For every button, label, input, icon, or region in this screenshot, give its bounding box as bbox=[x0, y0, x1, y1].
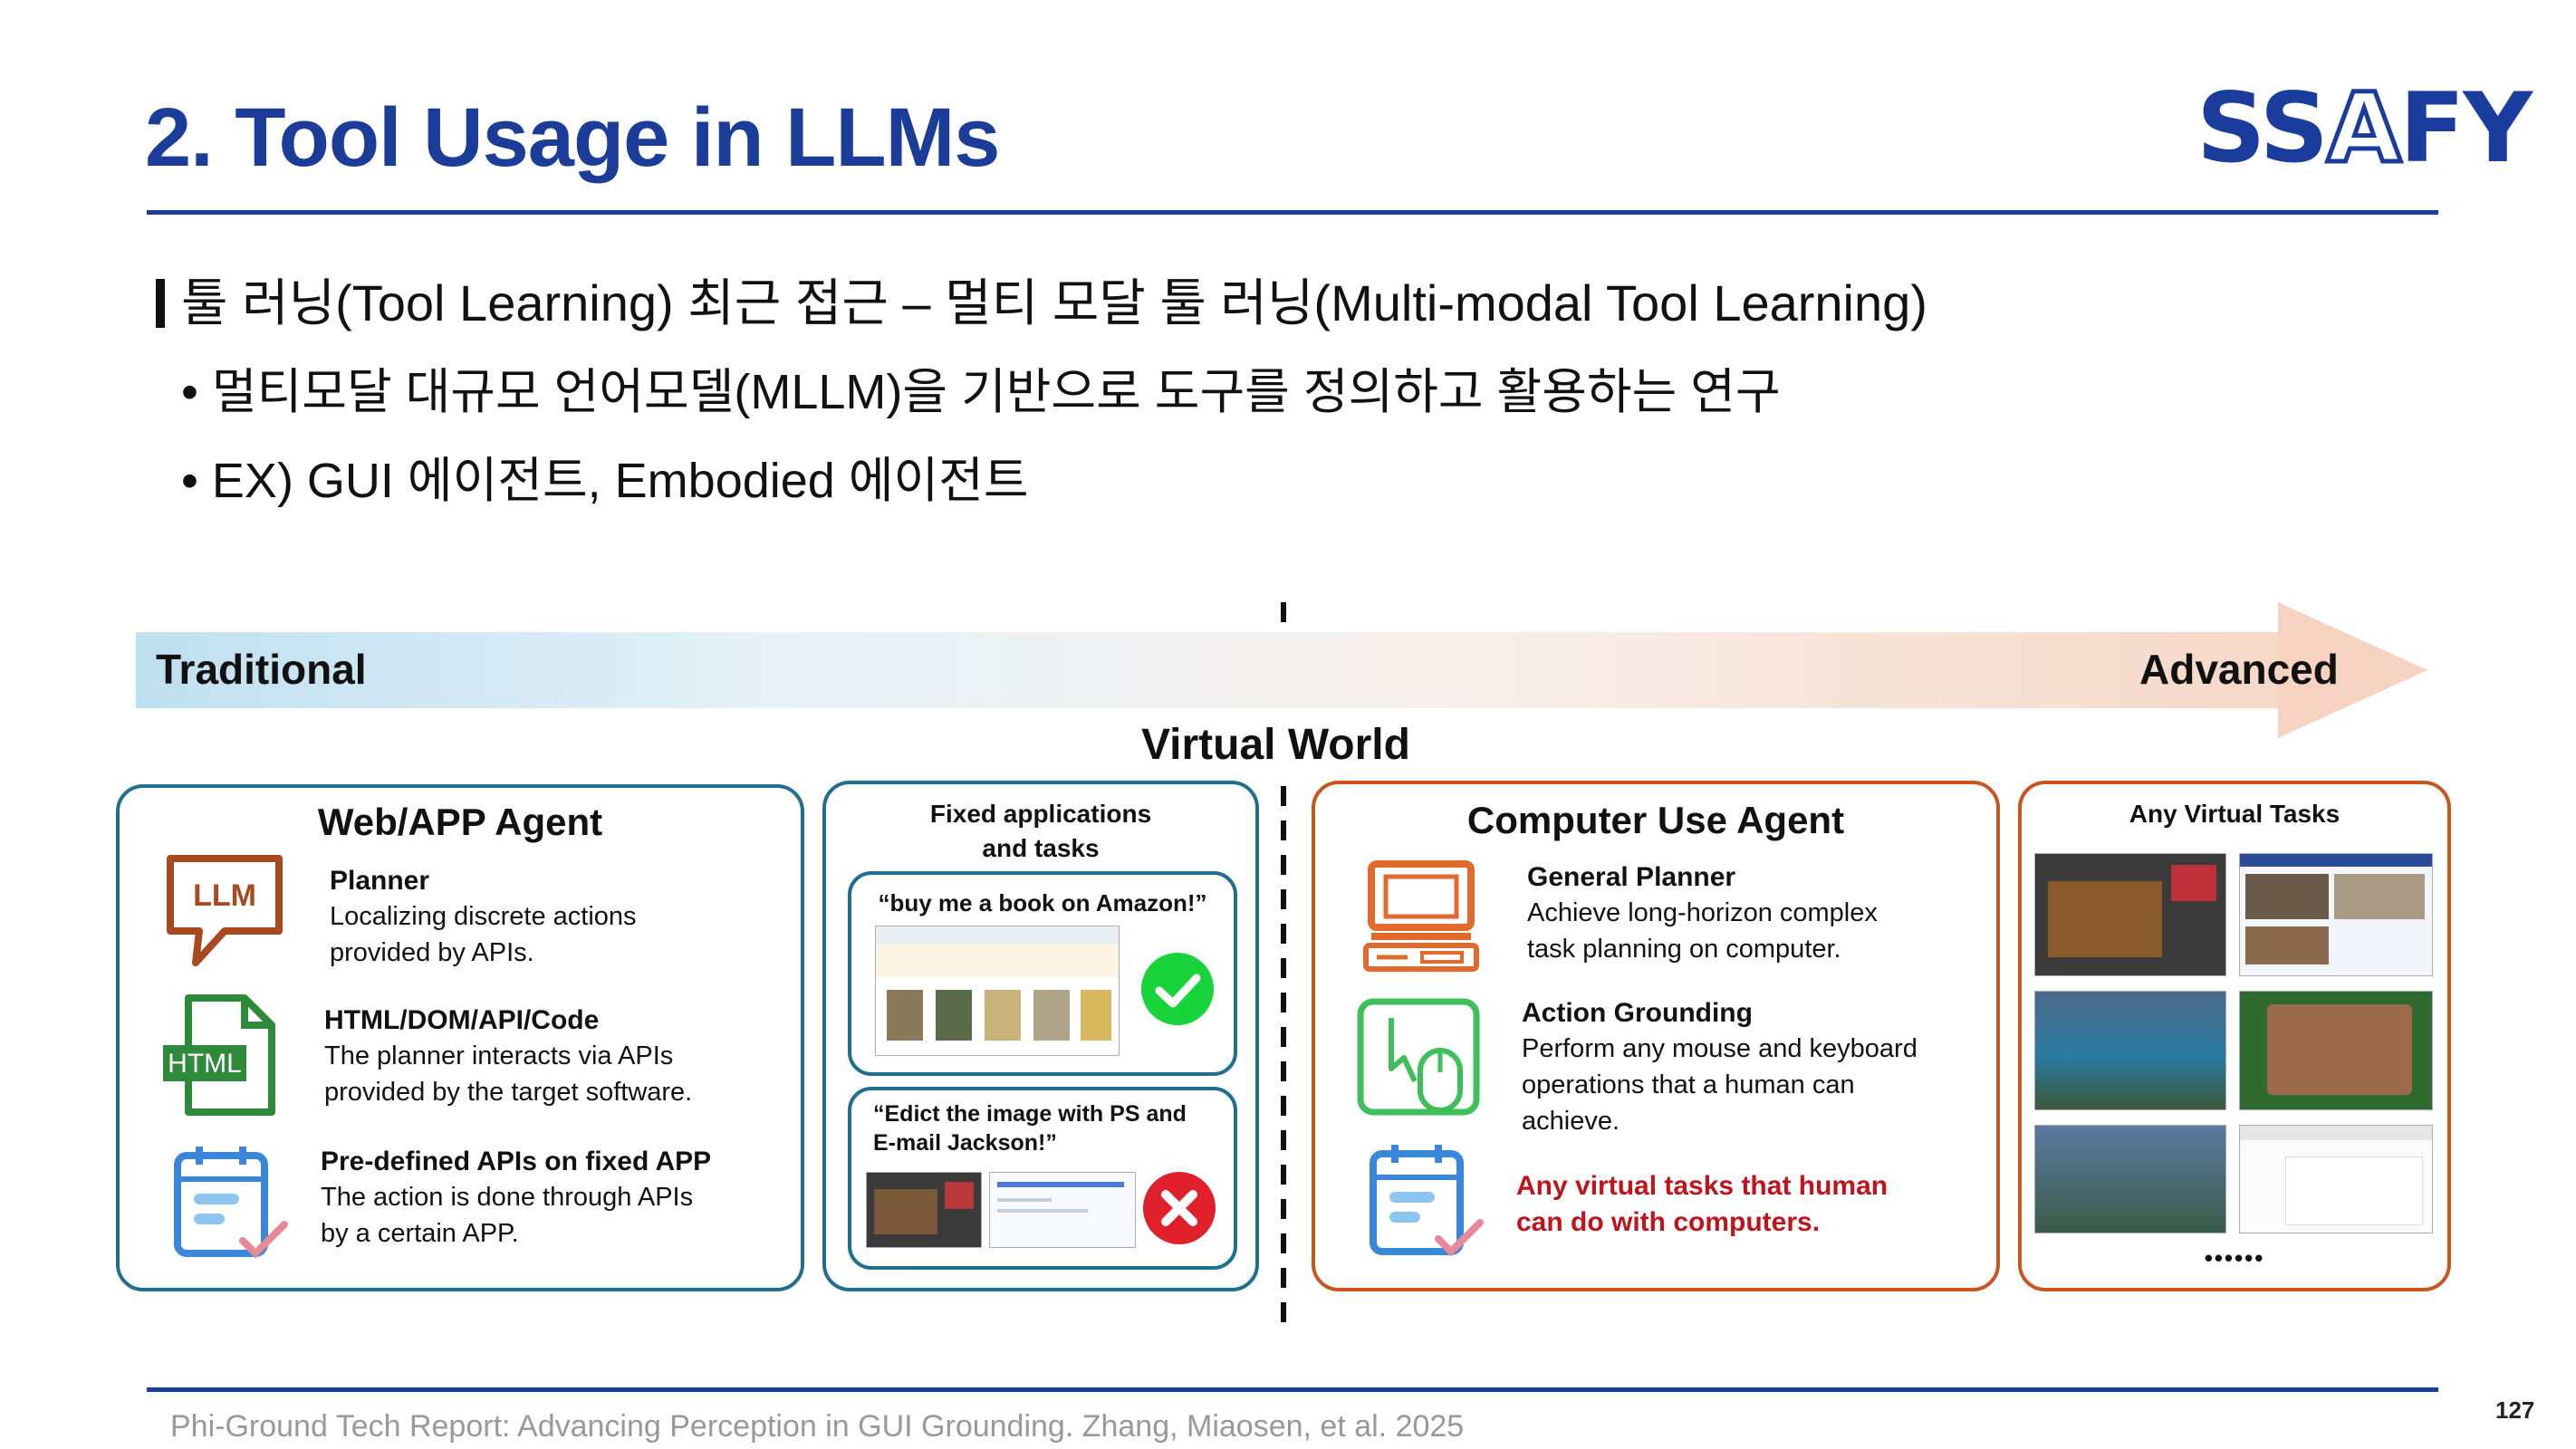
email-line bbox=[997, 1198, 1052, 1202]
ps-canvas bbox=[874, 1189, 937, 1234]
fixed-applications-title-2: and tasks bbox=[982, 834, 1100, 862]
highlight-text-1: Any virtual tasks that human bbox=[1516, 1171, 1889, 1201]
spectrum-arrow-bar bbox=[136, 632, 2283, 708]
thumb-photo bbox=[2267, 1004, 2412, 1095]
task-screenshot-game bbox=[2034, 1125, 2226, 1233]
general-planner-desc-2: task planning on computer. bbox=[1527, 935, 1841, 964]
any-virtual-tasks-title: Any Virtual Tasks bbox=[2129, 800, 2341, 828]
divider-dash-top bbox=[1281, 602, 1286, 626]
predefined-apis-title: Pre-defined APIs on fixed APP bbox=[321, 1147, 712, 1176]
spectrum-arrow-head bbox=[2278, 602, 2427, 738]
action-grounding-desc-3: achieve. bbox=[1522, 1107, 1620, 1136]
llm-chat-icon: LLM bbox=[161, 849, 288, 976]
computer-use-agent-title: Computer Use Agent bbox=[1466, 799, 1845, 841]
planner-title: Planner bbox=[330, 866, 430, 896]
product-thumb bbox=[1033, 990, 1070, 1041]
computer-use-agent-box: Computer Use Agent General Planner Achie… bbox=[1312, 781, 2000, 1291]
planner-desc-1: Localizing discrete actions bbox=[330, 902, 637, 931]
general-planner-title: General Planner bbox=[1527, 862, 1736, 892]
ps-panel bbox=[945, 1182, 974, 1209]
product-thumb bbox=[1081, 990, 1111, 1041]
cross-icon bbox=[1141, 1170, 1217, 1246]
fixed-applications-title-1: Fixed applications bbox=[929, 800, 1152, 828]
photoshop-task-text-2: E-mail Jackson!” bbox=[873, 1130, 1057, 1156]
citation: Phi-Ground Tech Report: Advancing Percep… bbox=[170, 1409, 1465, 1444]
logo-text-a: A bbox=[2324, 71, 2403, 187]
web-app-agent-title: Web/APP Agent bbox=[317, 801, 603, 843]
photoshop-screenshot bbox=[866, 1172, 982, 1248]
email-line bbox=[997, 1209, 1088, 1213]
task-screenshot-desktop bbox=[2034, 991, 2226, 1110]
html-dom-title: HTML/DOM/API/Code bbox=[324, 1005, 600, 1035]
any-virtual-tasks-box: Any Virtual Tasks •••••• bbox=[2018, 781, 2451, 1291]
action-grounding-desc-1: Perform any mouse and keyboard bbox=[1522, 1034, 1918, 1063]
clipboard-check-icon bbox=[1368, 1141, 1485, 1259]
thumb-photo bbox=[2245, 926, 2329, 964]
html-dom-desc-2: provided by the target software. bbox=[324, 1078, 693, 1107]
fixed-applications-box: Fixed applications and tasks “buy me a b… bbox=[822, 781, 1259, 1291]
product-thumb bbox=[936, 990, 972, 1041]
header-divider bbox=[147, 210, 2438, 215]
clipboard-check-icon bbox=[172, 1143, 290, 1261]
thumb-slide bbox=[2285, 1156, 2423, 1225]
general-planner-desc-1: Achieve long-horizon complex bbox=[1527, 898, 1878, 927]
amazon-task-text: “buy me a book on Amazon!” bbox=[878, 889, 1207, 916]
photoshop-task-text-1: “Edict the image with PS and bbox=[873, 1101, 1187, 1127]
predefined-apis-desc-1: The action is done through APIs bbox=[321, 1183, 694, 1212]
product-thumb bbox=[887, 990, 923, 1041]
heading-bar bbox=[156, 279, 165, 328]
photoshop-task-card: “Edict the image with PS and E-mail Jack… bbox=[848, 1087, 1237, 1270]
check-icon bbox=[1139, 951, 1216, 1027]
slide-title: 2. Tool Usage in LLMs bbox=[145, 91, 1000, 184]
planner-desc-2: provided by APIs. bbox=[330, 938, 534, 967]
amazon-task-card: “buy me a book on Amazon!” bbox=[848, 871, 1237, 1076]
html-file-icon: HTML bbox=[161, 993, 288, 1119]
html-icon-text: HTML bbox=[168, 1049, 242, 1079]
highlight-text-2: can do with computers. bbox=[1516, 1207, 1821, 1237]
logo-text-fy: FY bbox=[2398, 72, 2533, 184]
action-grounding-title: Action Grounding bbox=[1522, 998, 1753, 1028]
predefined-apis-desc-2: by a certain APP. bbox=[321, 1219, 519, 1248]
virtual-world-divider bbox=[1281, 786, 1286, 1329]
web-app-agent-box: Web/APP Agent LLM Planner Localizing dis… bbox=[116, 784, 804, 1291]
mouse-cursor-icon bbox=[1355, 996, 1482, 1118]
html-dom-desc-1: The planner interacts via APIs bbox=[324, 1041, 674, 1070]
task-screenshot-slides bbox=[2239, 1125, 2433, 1233]
thumb-panel bbox=[2171, 865, 2216, 901]
product-thumb bbox=[985, 990, 1021, 1041]
llm-icon-text: LLM bbox=[193, 878, 256, 913]
logo-text-ss: SS bbox=[2196, 72, 2329, 184]
thumb-header bbox=[2240, 854, 2432, 867]
task-screenshot-photos bbox=[2239, 991, 2433, 1110]
email-screenshot bbox=[989, 1172, 1136, 1248]
section-heading-text: 툴 러닝(Tool Learning) 최근 접근 – 멀티 모달 툴 러닝(M… bbox=[181, 274, 1927, 331]
amazon-screenshot bbox=[875, 926, 1120, 1056]
task-screenshot-photoshop bbox=[2034, 853, 2226, 976]
footer-divider bbox=[147, 1387, 2438, 1392]
bullet-1: • 멀티모달 대규모 언어모델(MLLM)을 기반으로 도구를 정의하고 활용하… bbox=[181, 365, 1781, 419]
ellipsis: •••••• bbox=[2204, 1244, 2265, 1271]
thumb-canvas bbox=[2048, 881, 2162, 957]
thumb-ribbon bbox=[2240, 1126, 2432, 1140]
page-number: 127 bbox=[2495, 1396, 2535, 1424]
action-grounding-desc-2: operations that a human can bbox=[1522, 1070, 1855, 1099]
virtual-world-label: Virtual World bbox=[1141, 721, 1410, 769]
arrow-label-advanced: Advanced bbox=[2139, 646, 2339, 693]
email-toolbar bbox=[997, 1182, 1124, 1187]
task-screenshot-web bbox=[2239, 853, 2433, 976]
ssafy-logo: SSAFY bbox=[2196, 71, 2533, 187]
thumb-photo bbox=[2334, 874, 2425, 919]
bullet-2: • EX) GUI 에이전트, Embodied 에이전트 bbox=[181, 454, 1029, 508]
computer-icon bbox=[1362, 857, 1480, 974]
section-heading: 툴 러닝(Tool Learning) 최근 접근 – 멀티 모달 툴 러닝(M… bbox=[156, 263, 1927, 336]
arrow-label-traditional: Traditional bbox=[156, 646, 367, 693]
thumb-photo bbox=[2245, 874, 2329, 919]
